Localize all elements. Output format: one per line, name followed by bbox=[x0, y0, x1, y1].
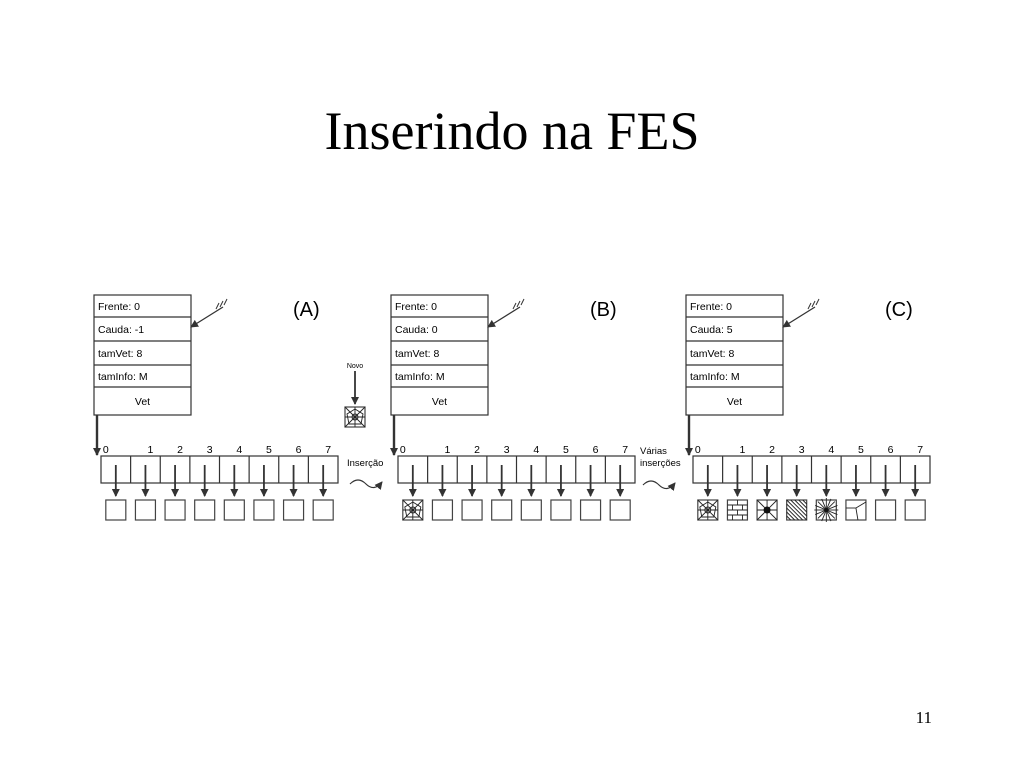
info-box bbox=[520, 499, 542, 521]
array-index: 5 bbox=[266, 444, 272, 456]
panel-label: (B) bbox=[590, 299, 617, 321]
header-field: Frente: 0 bbox=[395, 301, 437, 313]
array-index: 4 bbox=[828, 444, 834, 456]
array-index: 0 bbox=[103, 444, 109, 456]
panel-label: (A) bbox=[293, 299, 320, 321]
array-index: 2 bbox=[769, 444, 775, 456]
info-box bbox=[194, 499, 216, 521]
info-pattern-web bbox=[344, 406, 366, 428]
header-field-vet: Vet bbox=[727, 396, 742, 408]
slide-title: Inserindo na FES bbox=[324, 101, 700, 161]
info-box bbox=[874, 499, 897, 521]
array-index: 3 bbox=[799, 444, 805, 456]
array-index: 6 bbox=[593, 444, 599, 456]
header-field: tamVet: 8 bbox=[395, 348, 440, 360]
header-block bbox=[390, 294, 489, 416]
panel-c: Frente: 0 Cauda: 5 tamVet: 8 tamInfo: M Vet (… bbox=[685, 294, 931, 522]
array-index: 3 bbox=[504, 444, 510, 456]
info-pattern-burst bbox=[814, 498, 839, 522]
header-block bbox=[93, 294, 192, 416]
page-number: 11 bbox=[915, 708, 932, 727]
array-index: 4 bbox=[533, 444, 539, 456]
header-block bbox=[685, 294, 784, 416]
info-box bbox=[253, 499, 275, 521]
info-pattern-star bbox=[756, 499, 778, 521]
info-pattern-web bbox=[697, 499, 719, 521]
array-index: 5 bbox=[858, 444, 864, 456]
panel-a: Frente: 0 Cauda: -1 tamVet: 8 tamInfo: M Vet… bbox=[93, 294, 339, 521]
info-box bbox=[491, 499, 513, 521]
operation-insertion: Inserção bbox=[347, 458, 383, 490]
header-field: tamInfo: M bbox=[395, 371, 445, 383]
operation-squiggle-arrow bbox=[642, 480, 676, 491]
arrow-tail-feathers bbox=[215, 298, 228, 310]
array-index: 1 bbox=[445, 444, 451, 456]
info-pattern-web bbox=[402, 499, 424, 521]
array-index: 7 bbox=[917, 444, 923, 456]
info-box bbox=[904, 499, 926, 521]
array-index: 5 bbox=[563, 444, 569, 456]
header-field-vet: Vet bbox=[432, 396, 447, 408]
header-field: tamVet: 8 bbox=[690, 348, 735, 360]
info-box bbox=[609, 499, 631, 521]
header-field: Cauda: 5 bbox=[690, 324, 733, 336]
info-pattern-branch bbox=[845, 501, 867, 521]
array-index: 0 bbox=[695, 444, 701, 456]
info-box bbox=[164, 499, 186, 521]
array-index: 7 bbox=[622, 444, 628, 456]
array-index: 1 bbox=[740, 444, 746, 456]
new-label: Novo bbox=[347, 363, 363, 370]
array-index: 0 bbox=[400, 444, 406, 456]
header-field: Cauda: 0 bbox=[395, 324, 438, 336]
array-index: 6 bbox=[888, 444, 894, 456]
info-box bbox=[134, 499, 157, 521]
array-index: 7 bbox=[325, 444, 331, 456]
panel-b: Frente: 0 Cauda: 0 tamVet: 8 tamInfo: M Vet (… bbox=[390, 294, 636, 521]
array-index: 6 bbox=[296, 444, 302, 456]
info-box bbox=[579, 499, 602, 521]
operation-label-line: Várias bbox=[640, 446, 667, 457]
cauda-pointer-arrow bbox=[782, 306, 816, 328]
info-pattern-hatch bbox=[786, 499, 808, 521]
panel-label: (C) bbox=[885, 299, 913, 321]
info-box bbox=[282, 499, 305, 521]
header-field: Frente: 0 bbox=[98, 301, 140, 313]
header-field-vet: Vet bbox=[135, 396, 150, 408]
header-field: tamVet: 8 bbox=[98, 348, 143, 360]
info-box bbox=[312, 499, 334, 521]
info-pattern-brick bbox=[727, 500, 748, 520]
header-field: tamInfo: M bbox=[98, 371, 148, 383]
array-index: 2 bbox=[177, 444, 183, 456]
header-field: Frente: 0 bbox=[690, 301, 732, 313]
info-box bbox=[550, 499, 572, 521]
cauda-pointer-arrow bbox=[190, 306, 224, 328]
array-index: 2 bbox=[474, 444, 480, 456]
header-field: Cauda: -1 bbox=[98, 324, 144, 336]
operation-label: Inserção bbox=[347, 458, 383, 469]
new-element: Novo bbox=[344, 363, 366, 428]
header-field: tamInfo: M bbox=[690, 371, 740, 383]
array-index: 3 bbox=[207, 444, 213, 456]
cauda-pointer-arrow bbox=[487, 306, 521, 328]
info-box bbox=[431, 499, 454, 521]
arrow-tail-feathers bbox=[807, 298, 820, 310]
arrow-tail-feathers bbox=[512, 298, 525, 310]
array-index: 1 bbox=[148, 444, 154, 456]
info-box bbox=[223, 499, 245, 521]
operation-label-line: inserções bbox=[640, 458, 681, 469]
array-index: 4 bbox=[236, 444, 242, 456]
info-box bbox=[461, 499, 483, 521]
info-box bbox=[105, 499, 127, 521]
operation-squiggle-arrow bbox=[349, 479, 383, 490]
